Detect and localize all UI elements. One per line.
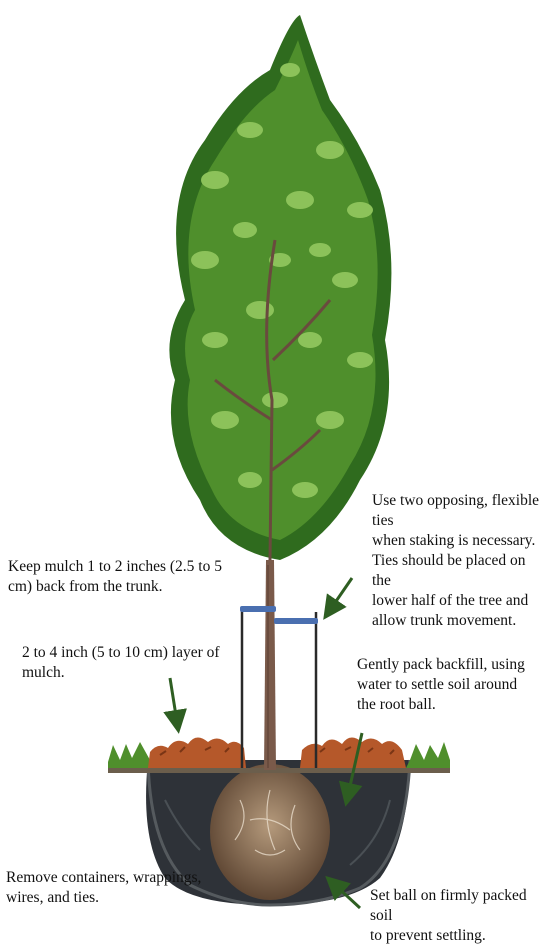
- tie-left: [240, 606, 276, 612]
- mulch-layer-arrow: [170, 678, 177, 722]
- backfill-note: Gently pack backfill, using water to set…: [357, 655, 525, 715]
- tie-right: [274, 618, 318, 624]
- root-ball: [210, 764, 330, 900]
- ties-arrow: [330, 578, 352, 610]
- trunk: [264, 560, 276, 770]
- tree-canopy: [169, 15, 391, 560]
- mulch-distance-note: Keep mulch 1 to 2 inches (2.5 to 5 cm) b…: [8, 557, 222, 597]
- mulch-layer-note: 2 to 4 inch (5 to 10 cm) layer of mulch.: [22, 643, 220, 683]
- grass-right: [405, 742, 450, 770]
- grass-left: [108, 742, 150, 770]
- ties-note: Use two opposing, flexible ties when sta…: [372, 491, 545, 631]
- set-ball-note: Set ball on firmly packed soil to preven…: [370, 886, 545, 946]
- remove-note: Remove containers, wrappings, wires, and…: [6, 868, 201, 908]
